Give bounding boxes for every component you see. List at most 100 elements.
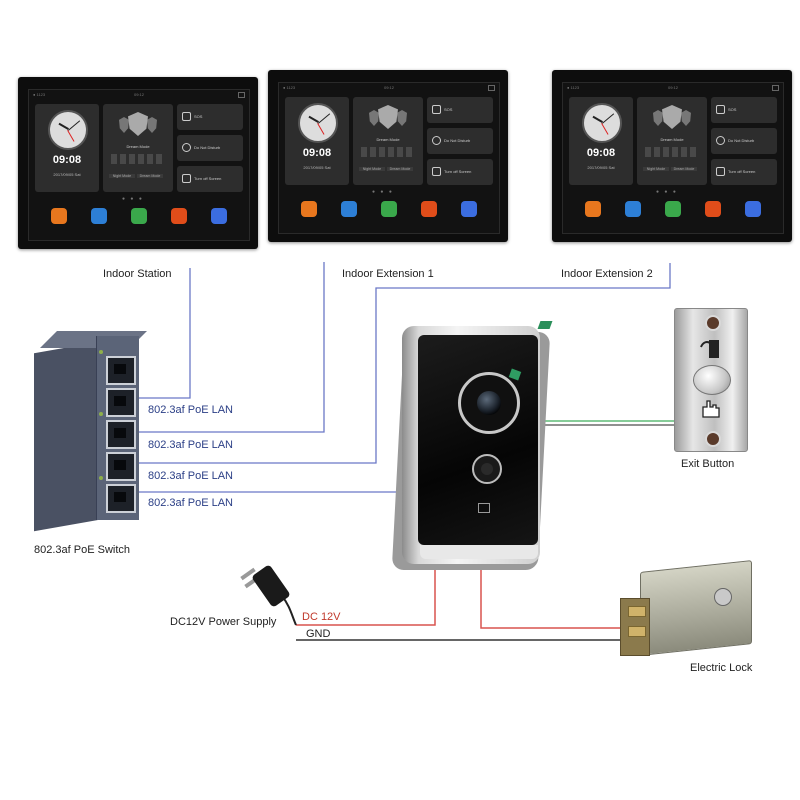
clock-icon — [48, 110, 88, 150]
lan-port-5[interactable] — [106, 484, 136, 513]
camera-app-icon[interactable] — [585, 201, 601, 217]
screen-off-tile[interactable]: Turn off Screen — [711, 159, 777, 185]
mode-button[interactable]: Night Mode — [643, 167, 669, 171]
app-dock — [289, 199, 489, 219]
shield-icon — [378, 105, 398, 129]
tile-label: Turn off Screen — [728, 169, 756, 174]
lan-wire-indoor-extension-1 — [130, 262, 325, 433]
call-app-icon[interactable] — [131, 208, 147, 224]
camera-app-icon[interactable] — [301, 201, 317, 217]
label-dc12v: DC 12V — [302, 611, 341, 623]
camera-app-icon[interactable] — [51, 208, 67, 224]
settings-app-icon[interactable] — [745, 201, 761, 217]
call-app-icon[interactable] — [381, 201, 397, 217]
message-app-icon[interactable] — [91, 208, 107, 224]
sos-icon — [716, 105, 725, 114]
tile-label: Do Not Disturb — [728, 138, 755, 143]
sos-tile[interactable]: SOS — [711, 97, 777, 123]
mode-button[interactable]: Dream Mode — [671, 167, 697, 171]
lan-port-2[interactable] — [106, 388, 136, 417]
poe-lan-label-1: 802.3af PoE LAN — [148, 404, 234, 416]
settings-app-icon[interactable] — [211, 208, 227, 224]
battery-icon — [488, 85, 495, 91]
lan-port-1[interactable] — [106, 356, 136, 385]
screw-icon — [705, 315, 721, 331]
poe-lan-label-2: 802.3af PoE LAN — [148, 439, 234, 451]
status-left: ● 1123 — [33, 92, 46, 97]
page-dots: ● ● ● — [372, 189, 394, 195]
exit-push-knob[interactable] — [693, 365, 731, 395]
mode-button[interactable]: Dream Mode — [387, 167, 413, 171]
mode-button[interactable]: Dream Mode — [137, 174, 163, 178]
screw-icon — [705, 431, 721, 447]
exit-button-device[interactable] — [674, 308, 748, 452]
call-button[interactable] — [472, 454, 502, 484]
alarm-app-icon[interactable] — [171, 208, 187, 224]
dnd-tile[interactable]: Do Not Disturb — [427, 128, 493, 154]
screen-icon — [182, 174, 191, 183]
mode-label: Dream Mode — [126, 144, 150, 149]
message-app-icon[interactable] — [625, 201, 641, 217]
lock-wire — [480, 562, 640, 629]
call-app-icon[interactable] — [665, 201, 681, 217]
lan-wire-indoor-extension-2 — [130, 263, 671, 464]
adapter-cable — [281, 595, 297, 626]
mode-button[interactable]: Night Mode — [359, 167, 385, 171]
shield-icon — [128, 112, 148, 136]
moon-icon — [182, 143, 191, 152]
alarm-app-icon[interactable] — [705, 201, 721, 217]
label-poe-switch: 802.3af PoE Switch — [34, 544, 131, 556]
lock-bolt — [628, 606, 646, 617]
tile-label: Do Not Disturb — [194, 145, 221, 150]
tile-label: SOS — [194, 114, 203, 119]
message-app-icon[interactable] — [341, 201, 357, 217]
clock-widget: 09:08 2017/09/05 Sat — [35, 104, 99, 192]
page-dots: ● ● ● — [122, 196, 144, 202]
screen-icon — [716, 167, 725, 176]
page-dots: ● ● ● — [656, 189, 678, 195]
lan-port-4[interactable] — [106, 452, 136, 481]
dnd-tile[interactable]: Do Not Disturb — [177, 135, 243, 161]
dnd-tile[interactable]: Do Not Disturb — [711, 128, 777, 154]
sos-tile[interactable]: SOS — [177, 104, 243, 130]
sos-icon — [432, 105, 441, 114]
clock-time: 09:08 — [302, 147, 332, 159]
clock-time: 09:08 — [586, 147, 616, 159]
lan-port-3[interactable] — [106, 420, 136, 449]
mode-label: Dream Mode — [660, 137, 684, 142]
camera-icon — [458, 372, 520, 434]
clock-date: 2017/09/05 Sat — [303, 165, 331, 170]
screen-off-tile[interactable]: Turn off Screen — [427, 159, 493, 185]
sos-tile[interactable]: SOS — [427, 97, 493, 123]
moon-icon — [432, 136, 441, 145]
label-electric-lock: Electric Lock — [690, 662, 753, 674]
screen-off-tile[interactable]: Turn off Screen — [177, 166, 243, 192]
mode-button[interactable]: Night Mode — [109, 174, 135, 178]
clock-widget: 09:08 2017/09/05 Sat — [569, 97, 633, 185]
clock-widget: 09:08 2017/09/05 Sat — [285, 97, 349, 185]
clock-icon — [582, 103, 622, 143]
alarm-app-icon[interactable] — [421, 201, 437, 217]
clock-time: 09:08 — [52, 154, 82, 166]
settings-app-icon[interactable] — [461, 201, 477, 217]
screen-icon — [432, 167, 441, 176]
poe-lan-label-3: 802.3af PoE LAN — [148, 470, 234, 482]
lan-wire-indoor-station — [130, 268, 191, 399]
clock-icon — [298, 103, 338, 143]
moon-icon — [716, 136, 725, 145]
shield-icon — [662, 105, 682, 129]
status-center: 09:12 — [383, 85, 394, 90]
label-exit-button: Exit Button — [681, 458, 735, 470]
power-wire-dc12v — [296, 568, 436, 626]
label-indoor-extension-2: Indoor Extension 2 — [561, 268, 653, 280]
tile-label: SOS — [728, 107, 737, 112]
clock-date: 2017/09/05 Sat — [587, 165, 615, 170]
